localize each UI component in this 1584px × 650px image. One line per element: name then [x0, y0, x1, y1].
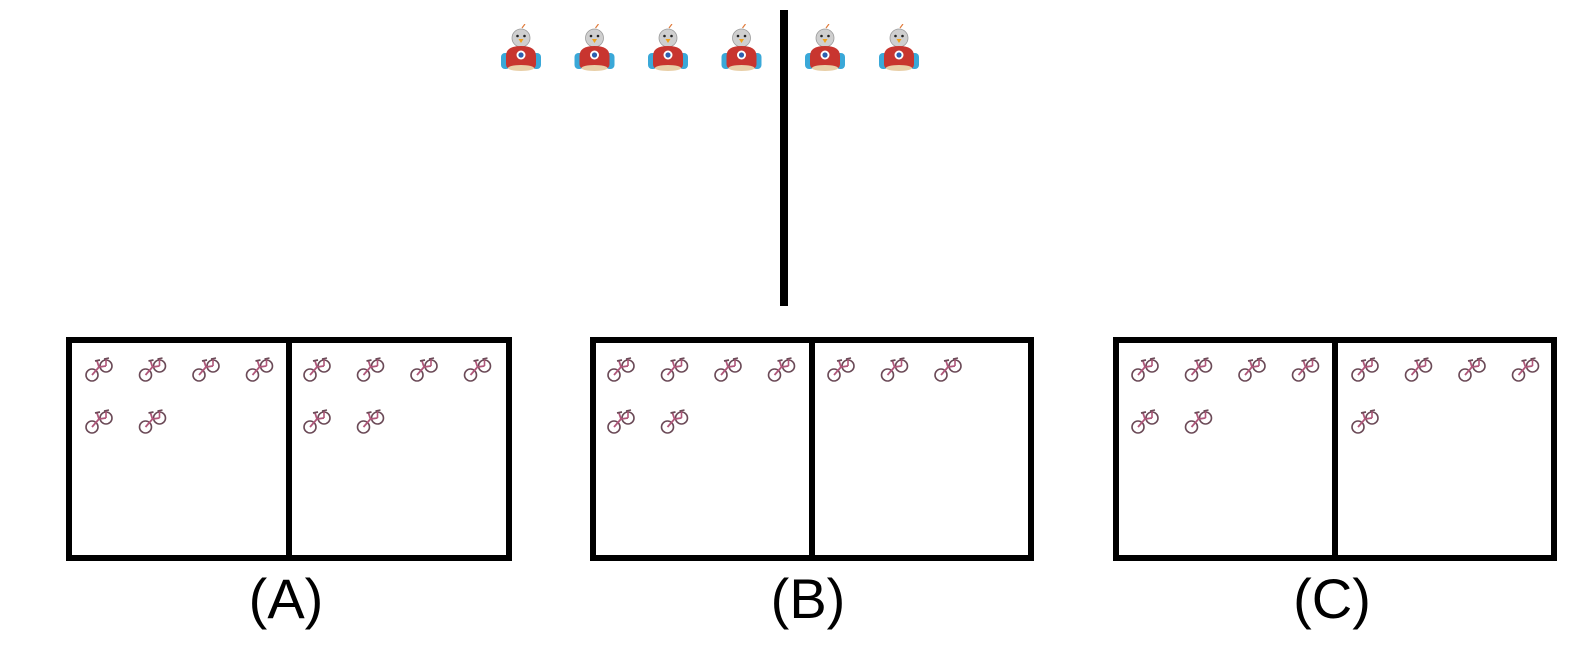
bicycle-icon [356, 409, 385, 434]
bicycle-icon [660, 409, 689, 434]
option-c-left-cell [1131, 357, 1320, 434]
toy-car-bird-icon [720, 24, 763, 72]
option-a-label: (A) [249, 567, 324, 630]
bicycle-icon [138, 357, 167, 382]
bicycle-icon [607, 409, 635, 434]
bicycle-icon [660, 357, 689, 382]
bicycle-icon [410, 357, 438, 382]
bicycle-icon [607, 357, 635, 382]
bicycle-icon [138, 409, 167, 434]
option-b-left-cell [607, 357, 796, 434]
option-a-left-cell [85, 357, 274, 434]
option-c-right-cell [1351, 357, 1540, 434]
bicycle-icon [303, 357, 331, 382]
bicycle-icon [934, 357, 962, 382]
toy-car-bird-icon [647, 24, 689, 72]
bicycle-icon [1511, 357, 1540, 382]
option-b-label: (B) [771, 567, 846, 630]
bicycle-icon [1351, 357, 1379, 382]
bicycle-icon [1184, 357, 1213, 382]
bicycle-icon [1458, 357, 1486, 382]
bicycle-icon [880, 357, 909, 382]
bicycle-icon [1351, 409, 1379, 434]
bicycle-icon [767, 357, 796, 382]
toy-car-bird-icon [573, 24, 616, 72]
bicycle-icon [1291, 357, 1320, 382]
bicycle-icon [463, 357, 492, 382]
bicycle-icon [1404, 357, 1433, 382]
bicycle-icon [714, 357, 742, 382]
bicycle-icon [85, 409, 113, 434]
option-c[interactable]: (C) [1113, 337, 1557, 630]
toy-car-bird-icon [878, 24, 920, 72]
bicycle-icon [1131, 409, 1159, 434]
option-c-label: (C) [1293, 567, 1371, 630]
option-a[interactable]: (A) [66, 337, 512, 630]
option-b[interactable]: (B) [590, 337, 1034, 630]
top-right-group [804, 24, 920, 72]
bicycle-icon [827, 357, 855, 382]
toy-car-bird-icon [500, 24, 542, 72]
bicycle-icon [356, 357, 385, 382]
bicycle-icon [245, 357, 274, 382]
bicycle-icon [303, 409, 331, 434]
top-left-group [500, 24, 763, 72]
toy-car-bird-icon [804, 24, 846, 72]
bicycle-icon [192, 357, 220, 382]
bicycle-icon [1184, 409, 1213, 434]
option-a-right-cell [303, 357, 492, 434]
bicycle-icon [1131, 357, 1159, 382]
bicycle-icon [85, 357, 113, 382]
option-b-right-cell [827, 357, 962, 382]
bicycle-icon [1238, 357, 1266, 382]
